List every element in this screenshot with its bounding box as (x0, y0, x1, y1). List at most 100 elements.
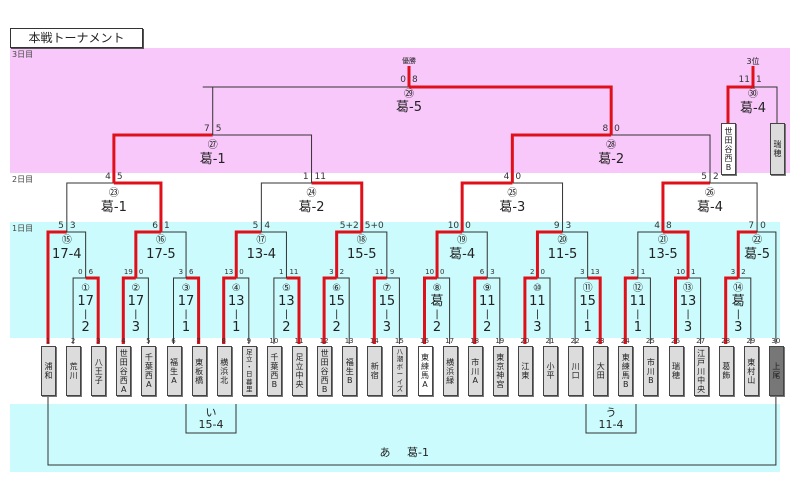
match-result: 葛-4 (740, 101, 766, 116)
day3-label: 3日目 (12, 50, 34, 59)
winner-path (736, 230, 758, 278)
score-left: 3 (178, 268, 184, 276)
winner-path (222, 276, 237, 344)
match-score-bottom: 2 (332, 320, 341, 336)
bracket-line (386, 277, 400, 344)
team-box[interactable]: 小平 (543, 346, 558, 396)
match-separator: | (485, 309, 489, 321)
score-right: 2 (741, 268, 746, 276)
team-box[interactable]: 川口 (568, 346, 584, 396)
winner-path (335, 230, 362, 278)
match-score-top: 13 (278, 293, 295, 309)
bracket-line (273, 277, 287, 344)
match-result: 17-4 (52, 247, 82, 262)
day3-band (10, 48, 790, 173)
team-box[interactable]: 江戸川中央 (693, 346, 709, 396)
match-separator: | (585, 309, 590, 321)
score-right: 3 (490, 268, 495, 276)
match-score-top: 11 (478, 293, 496, 309)
team-box[interactable]: 上尾 (768, 346, 784, 396)
score-right: 9 (389, 268, 395, 276)
bracket-line (66, 231, 87, 278)
score-right: 0 (515, 172, 522, 182)
team-box[interactable]: 浦和 (41, 346, 56, 396)
team-box[interactable]: 瑞穂 (668, 346, 684, 396)
match-number: ⑫ (632, 283, 643, 294)
day1-band (10, 222, 780, 338)
score-left: 10 (425, 268, 435, 276)
score-right: 2 (339, 268, 345, 276)
match-number: ⑬ (683, 283, 694, 294)
team-number: 20 (520, 337, 530, 345)
score-left: 5 (252, 221, 259, 231)
winner-path (409, 85, 613, 135)
team-box[interactable]: 東板橋 (191, 346, 207, 396)
winner-path (724, 276, 739, 344)
winner-path (510, 133, 612, 183)
match-number: ⑯ (155, 235, 166, 246)
winner-path (85, 276, 100, 344)
bracket-line (212, 86, 409, 135)
match-number: ⑥ (332, 283, 342, 294)
match-number: ④ (231, 283, 241, 294)
score-left: 3 (730, 268, 736, 276)
team-box[interactable]: 新宿 (367, 346, 383, 396)
team-box[interactable]: 横浜北 (216, 346, 232, 396)
match-result: 葛-4 (697, 200, 723, 215)
match-number: ㉒ (752, 235, 763, 246)
winner-path (661, 181, 711, 232)
score-right: 1 (756, 75, 762, 85)
score-left: 9 (553, 221, 560, 231)
consolation-line (185, 404, 237, 434)
team-box[interactable]: 足立中央 (292, 346, 307, 396)
bracket-line (738, 277, 752, 344)
team-box[interactable]: 八潮ボーイズ (392, 346, 408, 396)
bracket-line (236, 277, 250, 344)
team-number: 13 (344, 337, 354, 345)
match-score-bottom: 3 (683, 320, 693, 336)
team-box[interactable]: 足立・日暮里 (241, 346, 257, 396)
score-right: 8 (412, 75, 418, 85)
team-box[interactable]: 大田 (593, 346, 609, 396)
score-left: 4 (105, 172, 111, 182)
team-box[interactable]: 八王子 (91, 346, 107, 396)
match-score-bottom: 3 (734, 320, 743, 336)
bracket-line (512, 182, 564, 232)
team-box[interactable]: 荒川 (66, 346, 82, 396)
match-separator: | (134, 309, 138, 321)
score-left: 4 (503, 172, 510, 182)
match-number: ㉓ (108, 188, 119, 199)
match-result: 葛-2 (598, 152, 625, 167)
score-left: 11 (374, 268, 384, 276)
team-box[interactable]: 江東 (517, 346, 533, 396)
winner-path (372, 276, 387, 344)
score-right: 2 (713, 172, 719, 182)
match-score-bottom: 1 (583, 320, 592, 336)
team-box[interactable]: 東京神宮 (492, 346, 508, 396)
team-box[interactable]: 葛飾 (718, 346, 734, 396)
team-box[interactable]: 東村山 (743, 346, 759, 396)
score-right: 0 (239, 268, 244, 276)
score-right: 6 (189, 268, 194, 276)
winner-path (46, 230, 67, 344)
match-score-top: 11 (529, 293, 546, 309)
match-score-bottom: 1 (232, 320, 241, 336)
bracket-line (336, 277, 350, 344)
score-left: 10 (447, 221, 460, 231)
team-box[interactable]: 横浜緑 (442, 346, 458, 396)
